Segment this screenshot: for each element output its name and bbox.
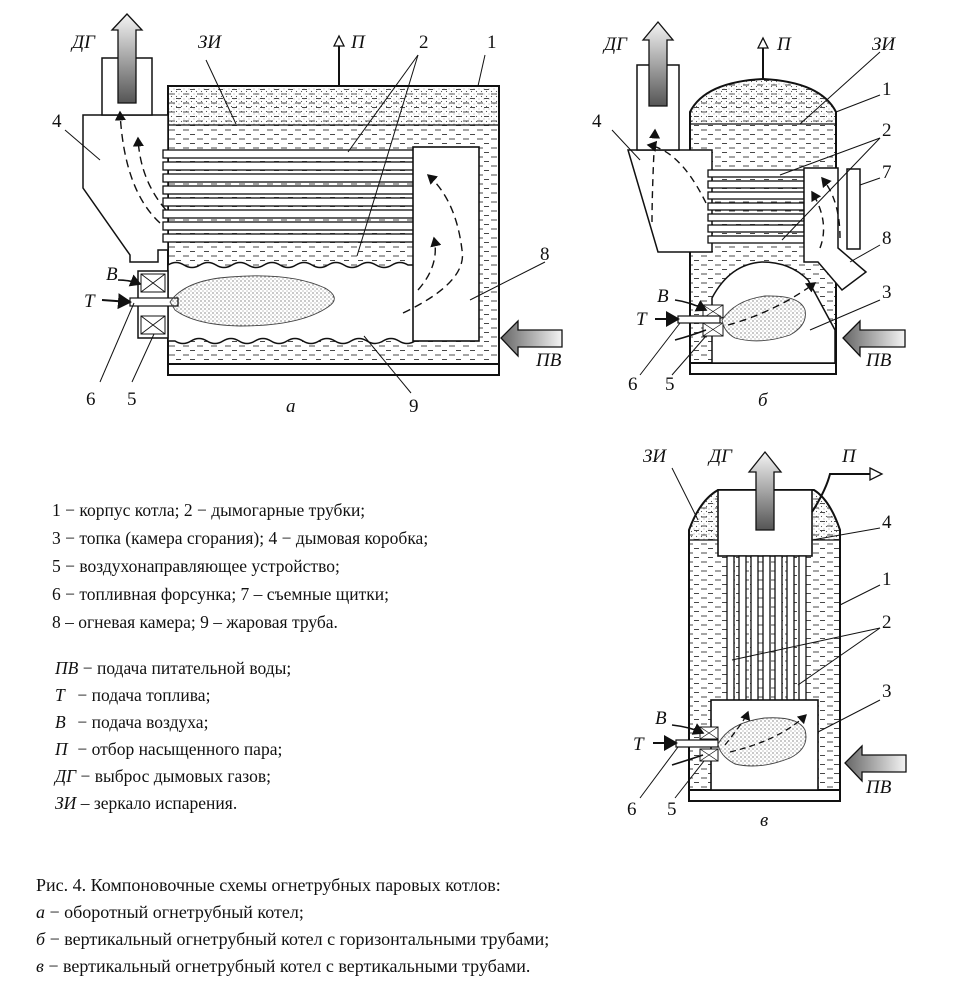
label-6-a: 6 (86, 389, 96, 410)
label-p-v: П (841, 446, 857, 467)
caption-text: − оборотный огнетрубный котел; (45, 902, 304, 922)
label-3-b: 3 (882, 282, 892, 303)
label-8-a: 8 (540, 244, 550, 265)
legend-line: 5 − воздухонаправляющее устройство; (52, 556, 340, 576)
label-t-a: Т (84, 291, 96, 312)
diagram-v: ЗИ ДГ П 4 1 2 3 В Т ПВ 6 5 в (627, 446, 907, 831)
legend-symbol-line: ЗИ – зеркало испарения. (55, 790, 291, 817)
label-pv-b: ПВ (865, 350, 892, 371)
legend-line: 1 − корпус котла; 2 − дымогарные трубки; (52, 500, 366, 520)
legend-symbol-line: ПВ − подача питательной воды; (55, 655, 291, 682)
legend-symbol-line: П − отбор насыщенного пара; (55, 736, 291, 763)
label-1-b: 1 (882, 79, 892, 100)
legend-symbol-text: − отбор насыщенного пара; (73, 739, 283, 759)
caption-letter: а (36, 902, 45, 922)
label-8-b: 8 (882, 228, 892, 249)
caption-letter: в (36, 956, 44, 976)
label-pv-a: ПВ (535, 350, 562, 371)
label-zi-b: ЗИ (872, 34, 896, 55)
label-4-b: 4 (592, 111, 602, 132)
smoke-tubes-a (162, 149, 420, 243)
label-2-a: 2 (419, 32, 429, 53)
label-9-a: 9 (409, 396, 419, 417)
legend-line: 8 – огневая камера; 9 – жаровая труба. (52, 612, 338, 632)
legend-line: 6 − топливная форсунка; 7 – съемные щитк… (52, 584, 389, 604)
legend-symbol-line: В − подача воздуха; (55, 709, 291, 736)
label-zi-a: ЗИ (198, 32, 222, 53)
caption-text: − вертикальный огнетрубный котел с гориз… (45, 929, 550, 949)
legend-symbol-text: – зеркало испарения. (76, 793, 238, 813)
legend-symbol-text: − подача питательной воды; (78, 658, 292, 678)
legend-symbols: ПВ − подача питательной воды; Т − подача… (55, 655, 291, 817)
caption-title: Рис. 4. Компоновочные схемы огнетрубных … (36, 875, 501, 895)
figure-caption: Рис. 4. Компоновочные схемы огнетрубных … (36, 872, 549, 980)
label-t-b: Т (636, 309, 648, 330)
legend-symbol: Т (55, 685, 65, 705)
legend-symbol: ДГ (55, 766, 77, 786)
label-v-a: В (106, 264, 118, 285)
label-6-b: 6 (628, 374, 638, 395)
smoke-tubes-v (726, 555, 807, 711)
diagram-a: ДГ ЗИ П 2 1 4 8 В Т ПВ 6 5 а 9 (52, 13, 563, 417)
legend-parts: 1 − корпус котла; 2 − дымогарные трубки;… (52, 496, 428, 636)
legend-symbol-text: − подача топлива; (73, 685, 211, 705)
label-sub-b: б (758, 390, 769, 411)
legend-symbol: В (55, 712, 66, 732)
legend-symbol-text: − выброс дымовых газов; (76, 766, 271, 786)
label-2-v: 2 (882, 612, 892, 633)
label-sub-a: а (286, 396, 296, 417)
label-p-b: П (776, 34, 792, 55)
legend-symbol-line: Т − подача топлива; (55, 682, 291, 709)
label-sub-v: в (760, 810, 768, 831)
label-2-b: 2 (882, 120, 892, 141)
legend-symbol: ЗИ (55, 793, 77, 813)
diagram-b: ДГ П ЗИ 1 4 2 7 8 3 В Т ПВ 6 5 б (592, 20, 906, 411)
label-zi-v: ЗИ (643, 446, 667, 467)
label-dg-a: ДГ (70, 32, 96, 53)
label-4-a: 4 (52, 111, 62, 132)
legend-symbol: ПВ (55, 658, 79, 678)
legend-line: 3 − топка (камера сгорания); 4 − дымовая… (52, 528, 429, 548)
label-v-b: В (657, 286, 669, 307)
label-3-v: 3 (882, 681, 892, 702)
caption-line: б − вертикальный огнетрубный котел с гор… (36, 926, 549, 953)
caption-line: в − вертикальный огнетрубный котел с вер… (36, 953, 549, 980)
legend-symbol-line: ДГ − выброс дымовых газов; (55, 763, 291, 790)
caption-text: − вертикальный огнетрубный котел с верти… (43, 956, 531, 976)
label-6-v: 6 (627, 799, 637, 820)
label-1-v: 1 (882, 569, 892, 590)
label-dg-v: ДГ (707, 446, 733, 467)
caption-letter: б (36, 929, 46, 949)
label-p-a: П (350, 32, 366, 53)
legend-symbol-text: − подача воздуха; (73, 712, 209, 732)
label-5-a: 5 (127, 389, 137, 410)
label-pv-v: ПВ (865, 777, 892, 798)
label-dg-b: ДГ (602, 34, 628, 55)
label-v-v: В (655, 708, 667, 729)
legend-symbol: П (55, 739, 68, 759)
caption-line: а − оборотный огнетрубный котел; (36, 899, 549, 926)
label-5-b: 5 (665, 374, 675, 395)
label-1-a: 1 (487, 32, 497, 53)
label-t-v: Т (633, 734, 645, 755)
label-5-v: 5 (667, 799, 677, 820)
label-4-v: 4 (882, 512, 892, 533)
label-7-b: 7 (882, 162, 892, 183)
